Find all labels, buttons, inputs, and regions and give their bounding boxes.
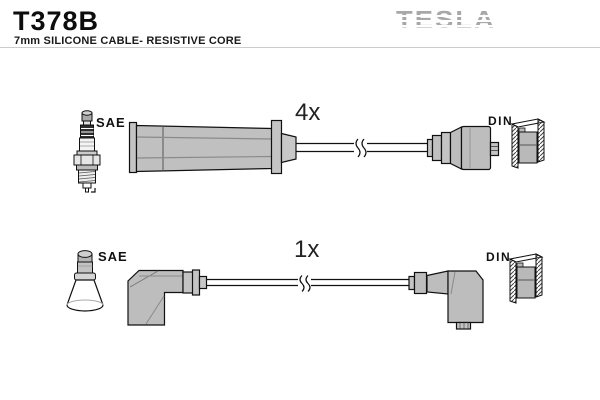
din-label-row1: DIN	[488, 114, 514, 128]
header-divider	[0, 47, 600, 48]
din-socket-section-icon	[509, 253, 543, 304]
part-number: T378B	[13, 6, 100, 36]
product-subtitle: 7mm SILICONE CABLE- RESISTIVE CORE	[14, 35, 242, 47]
cable-angled-boot	[127, 269, 484, 330]
tesla-logo: TESLA	[393, 7, 506, 34]
quantity-label-row2: 1x	[294, 236, 320, 263]
quantity-label-row1: 4x	[295, 99, 321, 126]
logo-stripe	[393, 15, 497, 17]
din-label-row2: DIN	[486, 250, 512, 264]
spark-plug-icon	[73, 110, 101, 193]
sae-label-row1: SAE	[96, 115, 126, 130]
spark-plug-terminal-icon	[66, 250, 104, 312]
cable-break-symbol-icon	[296, 138, 428, 158]
logo-stripe	[393, 25, 497, 27]
logo-stripe	[393, 20, 497, 22]
din-socket-section-icon	[511, 118, 545, 169]
sae-label-row2: SAE	[98, 249, 128, 264]
cable-break-symbol-icon	[206, 275, 409, 292]
cable-straight-boot	[128, 119, 500, 175]
